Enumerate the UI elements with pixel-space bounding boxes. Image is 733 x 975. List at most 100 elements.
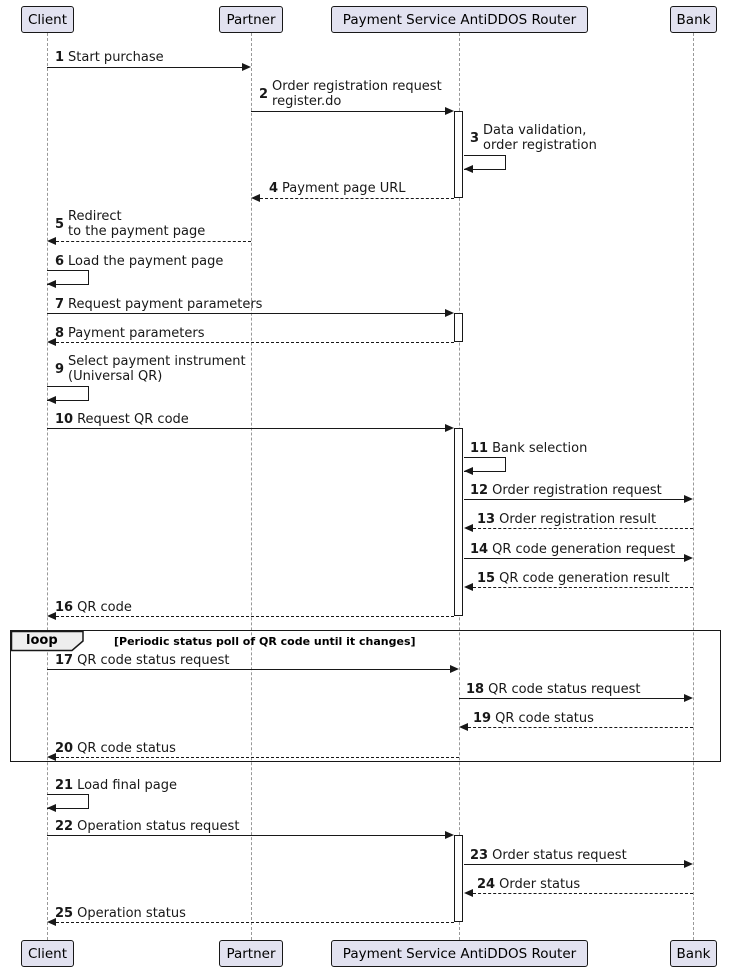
message-11-selfloop — [464, 457, 506, 472]
message-24-line — [473, 893, 693, 894]
message-14-arrowhead — [684, 554, 693, 562]
message-4-arrowhead — [251, 194, 260, 202]
message-19-line — [468, 727, 693, 728]
participant-payment-service-bottom: Payment Service AntiDDOS Router — [331, 940, 588, 967]
message-3-arrowhead — [464, 165, 473, 173]
loop-operator-label: loop — [26, 633, 58, 648]
message-20-line — [56, 757, 459, 758]
participant-bank-bottom: Bank — [670, 940, 717, 967]
message-12-line — [464, 499, 684, 500]
message-10-arrowhead — [445, 424, 454, 432]
message-20-arrowhead — [47, 753, 56, 761]
participant-label: Payment Service AntiDDOS Router — [342, 945, 577, 962]
message-19-arrowhead — [459, 723, 468, 731]
message-24-arrowhead — [464, 889, 473, 897]
activation-bar — [454, 111, 463, 198]
message-1-arrowhead — [242, 63, 251, 71]
message-10-line — [47, 428, 445, 429]
participant-partner-top: Partner — [219, 6, 283, 33]
participant-label: Bank — [676, 945, 711, 962]
participant-label: Partner — [226, 945, 276, 962]
message-13-arrowhead — [464, 524, 473, 532]
message-15-arrowhead — [464, 583, 473, 591]
message-9-selfloop — [47, 386, 89, 401]
message-25-arrowhead — [47, 918, 56, 926]
message-21-arrowhead — [47, 804, 56, 812]
message-18-line — [459, 698, 684, 699]
participant-label: Client — [27, 945, 68, 962]
message-16-line — [56, 616, 454, 617]
participant-label: Payment Service AntiDDOS Router — [342, 11, 577, 28]
message-6-arrowhead — [47, 280, 56, 288]
message-3-selfloop — [464, 155, 506, 170]
message-7-line — [47, 313, 445, 314]
message-17-arrowhead — [450, 665, 459, 673]
activation-bar — [454, 313, 463, 342]
participant-client-bottom: Client — [21, 940, 74, 967]
participant-label: Client — [27, 11, 68, 28]
participant-bank-top: Bank — [670, 6, 717, 33]
message-23-line — [464, 864, 684, 865]
message-18-arrowhead — [684, 694, 693, 702]
message-23-arrowhead — [684, 860, 693, 868]
message-8-arrowhead — [47, 338, 56, 346]
message-17-line — [47, 669, 450, 670]
lifeline-client — [47, 33, 48, 940]
message-1-line — [47, 67, 243, 68]
participant-payment-service-top: Payment Service AntiDDOS Router — [331, 6, 588, 33]
message-9-arrowhead — [47, 396, 56, 404]
message-25-line — [56, 922, 454, 923]
message-6-selfloop — [47, 270, 89, 285]
message-5-arrowhead — [47, 237, 56, 245]
lifeline-partner — [251, 33, 252, 940]
participant-label: Partner — [226, 11, 276, 28]
message-8-line — [56, 342, 454, 343]
participant-label: Bank — [676, 11, 711, 28]
message-2-line — [251, 111, 446, 112]
participant-client-top: Client — [21, 6, 74, 33]
message-14-line — [464, 558, 684, 559]
message-7-arrowhead — [445, 309, 454, 317]
message-2-arrowhead — [445, 107, 454, 115]
message-16-arrowhead — [47, 612, 56, 620]
activation-bar — [454, 428, 463, 616]
activation-bar — [454, 835, 463, 922]
loop-condition-label: [Periodic status poll of QR code until i… — [114, 635, 416, 648]
message-13-line — [473, 528, 693, 529]
message-4-line — [260, 198, 454, 199]
loop-operator-tag — [11, 631, 84, 652]
message-22-arrowhead — [445, 831, 454, 839]
message-12-arrowhead — [684, 495, 693, 503]
message-22-line — [47, 835, 445, 836]
lifeline-bank — [693, 33, 694, 940]
loop-frame — [10, 630, 721, 762]
message-15-line — [473, 587, 693, 588]
message-11-arrowhead — [464, 467, 473, 475]
